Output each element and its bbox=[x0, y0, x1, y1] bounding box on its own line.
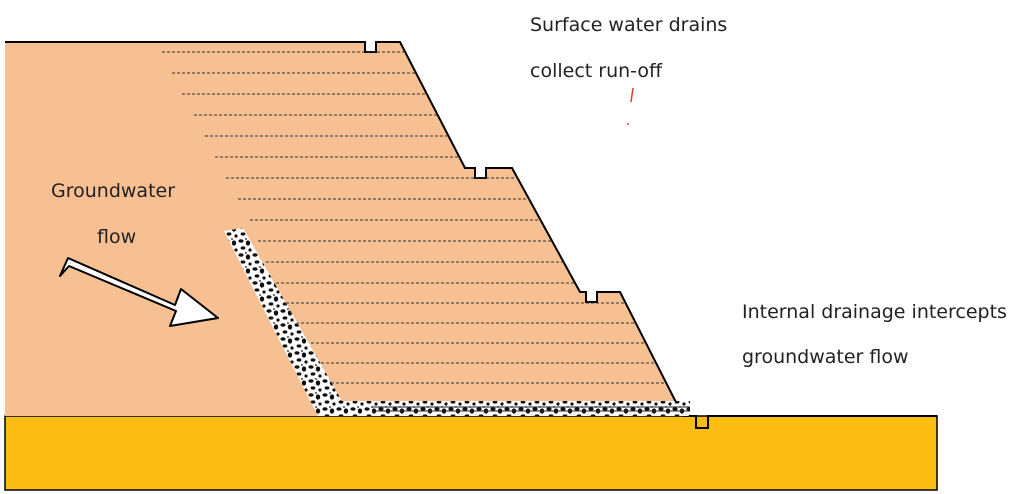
red-dot-mark bbox=[627, 123, 629, 125]
groundwater-label-line2: flow bbox=[97, 226, 137, 248]
red-tick-mark bbox=[630, 87, 634, 103]
foundation-layer bbox=[4, 415, 938, 491]
internal-drainage-label-line1: Internal drainage intercepts bbox=[742, 301, 1007, 323]
internal-drainage-label-line2: groundwater flow bbox=[742, 346, 909, 368]
groundwater-flow-arrow bbox=[59, 257, 219, 327]
surface-drains-label-line1: Surface water drains bbox=[530, 14, 728, 36]
reinforcement-layers bbox=[162, 51, 666, 384]
groundwater-label-line1: Groundwater bbox=[51, 180, 176, 202]
toe-drain bbox=[683, 415, 937, 429]
surface-drains-label-line2: collect run-off bbox=[530, 60, 663, 82]
